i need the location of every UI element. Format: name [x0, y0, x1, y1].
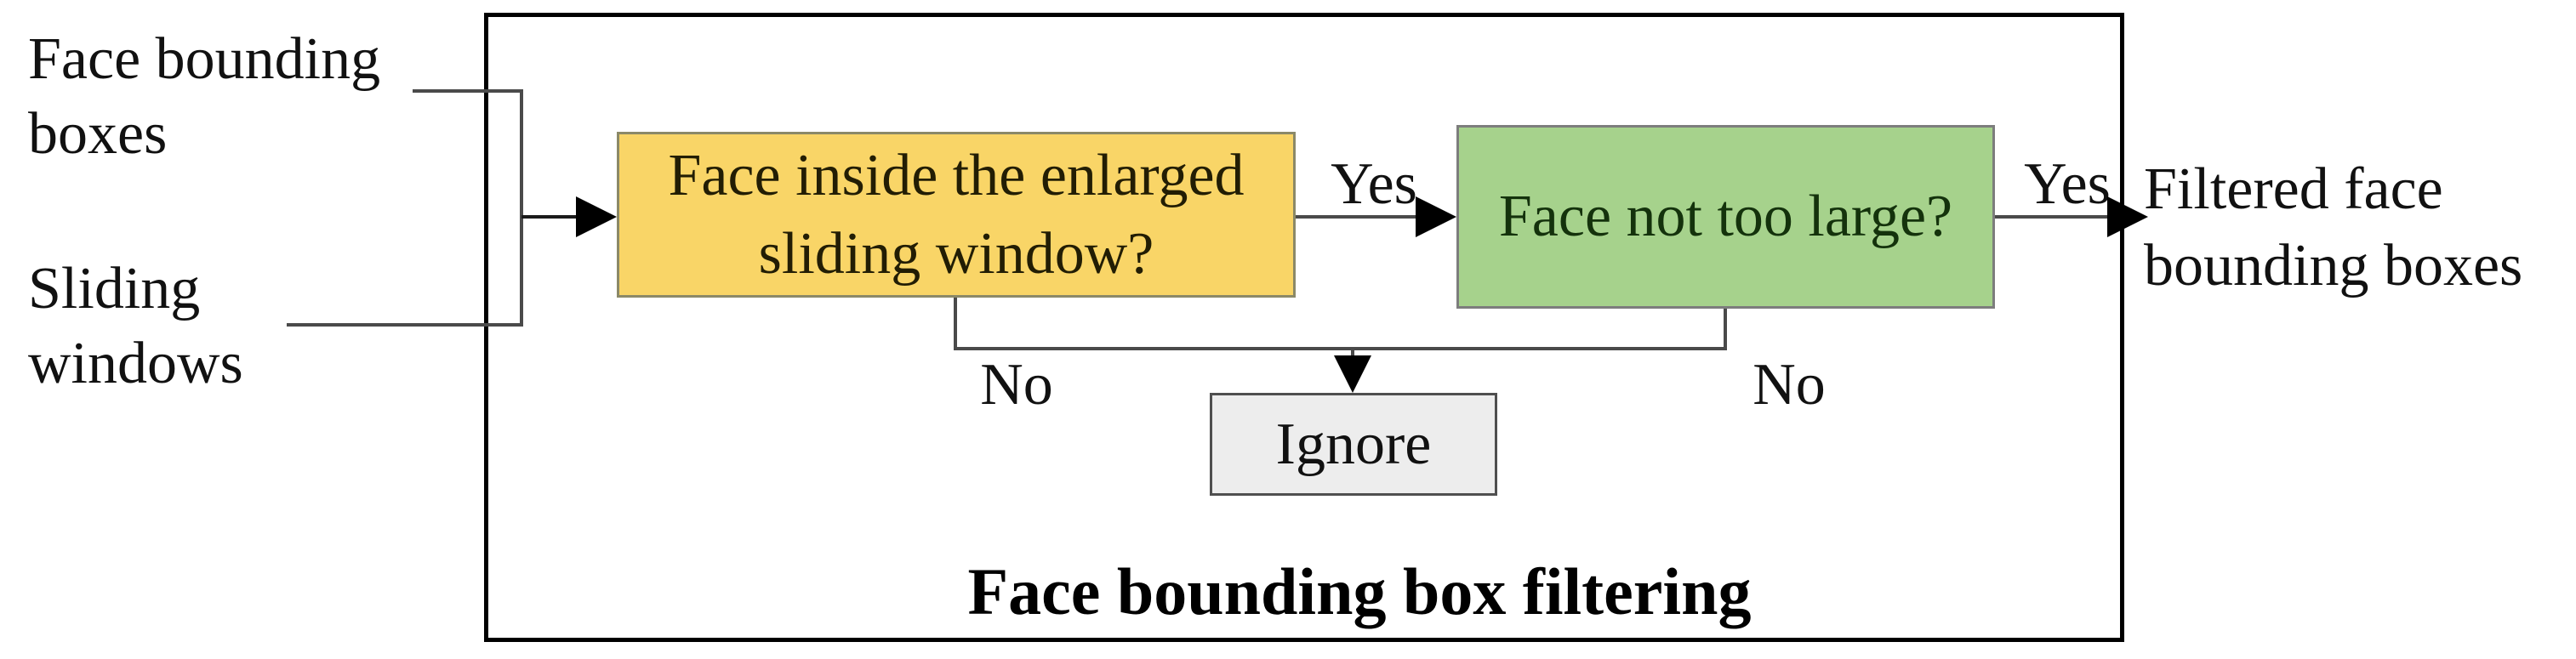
- connector-line-no-1-drop: [954, 298, 957, 350]
- edge-label-yes-2: Yes: [2024, 151, 2111, 217]
- decision-node-face-not-too-large: Face not too large?: [1456, 125, 1995, 309]
- input-label-sliding-windows: Sliding windows: [28, 256, 243, 396]
- connector-line-yes-2: [1995, 215, 2107, 219]
- input-label-face-bounding-boxes: Face bounding boxes: [28, 26, 381, 167]
- connector-line-no-2-drop: [1724, 309, 1727, 350]
- diagram-frame: [484, 13, 2124, 642]
- edge-label-yes-1: Yes: [1331, 151, 1417, 217]
- decision-node-face-inside-window: Face inside the enlarged sliding window?: [617, 132, 1296, 298]
- arrowhead-right-icon: [576, 196, 617, 237]
- connector-line-input-to-decision1: [521, 215, 607, 219]
- connector-bracket-vertical: [520, 89, 523, 327]
- terminal-node-ignore: Ignore: [1210, 393, 1497, 496]
- connector-line-yes-1: [1296, 215, 1416, 219]
- connector-line-no-merge: [954, 347, 1727, 350]
- arrowhead-right-icon: [2107, 196, 2148, 237]
- connector-line-face-boxes: [413, 89, 521, 93]
- diagram-title: Face bounding box filtering: [967, 554, 1752, 628]
- arrowhead-down-icon: [1334, 355, 1371, 393]
- connector-line-sliding-windows: [287, 323, 523, 327]
- edge-label-no-2: No: [1752, 352, 1826, 418]
- output-label-filtered-face-bounding-boxes: Filtered face bounding boxes: [2144, 156, 2523, 298]
- arrowhead-right-icon: [1416, 196, 1456, 237]
- edge-label-no-1: No: [980, 352, 1053, 418]
